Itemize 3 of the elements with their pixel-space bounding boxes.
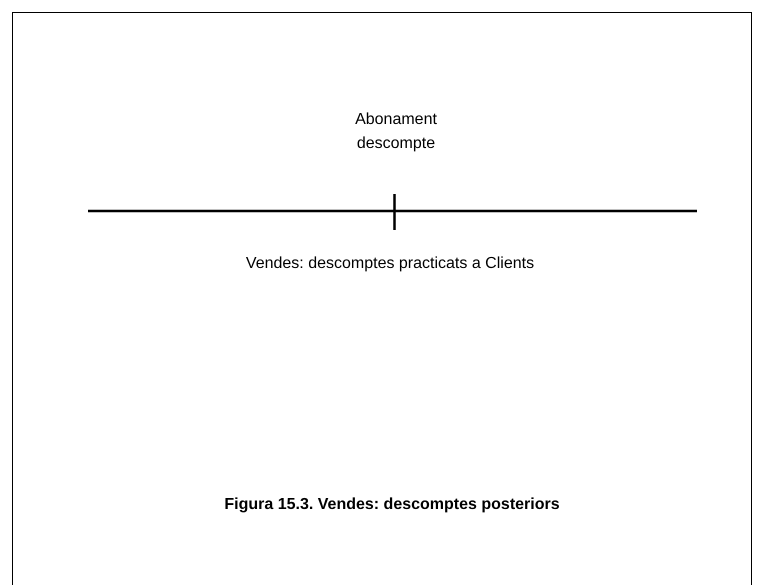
account-label: Vendes: descomptes practicats a Clients: [244, 254, 536, 274]
figure-caption: Figura 15.3. Vendes: descomptes posteriors: [224, 495, 560, 515]
account-label: Abonament descompte: [354, 110, 438, 154]
